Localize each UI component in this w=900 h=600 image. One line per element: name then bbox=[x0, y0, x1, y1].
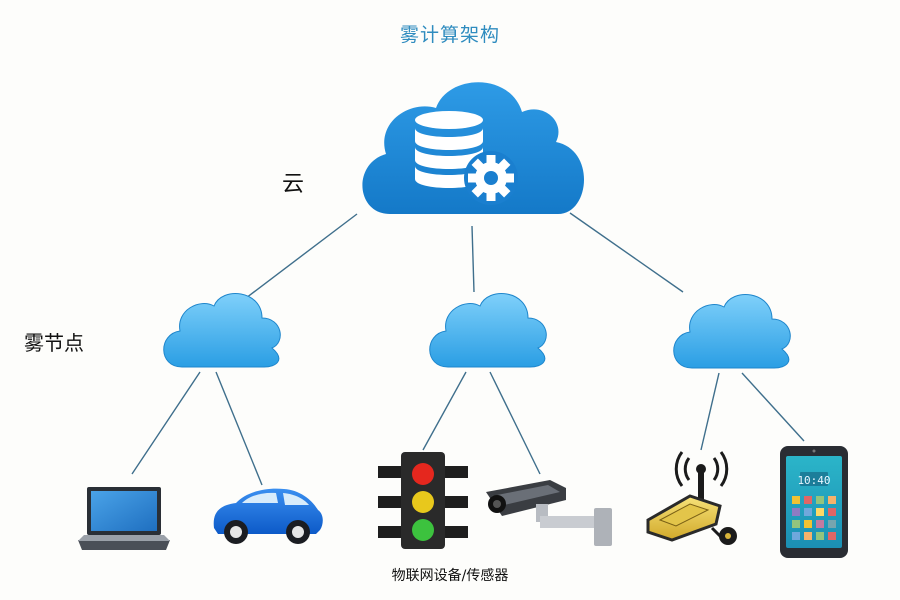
fog-node-center-cloud-icon bbox=[429, 293, 547, 368]
link-fog-center-traffic-light bbox=[422, 371, 467, 451]
link-cloud-fog-center bbox=[471, 225, 475, 293]
fog-node-right-cloud-icon bbox=[673, 294, 791, 369]
link-fog-right-phone bbox=[741, 372, 805, 442]
database-gear-icon bbox=[362, 82, 585, 214]
device-layer-label: 物联网设备/传感器 bbox=[391, 568, 509, 584]
cloud-layer-label: 云 bbox=[282, 172, 305, 197]
fog-layer-label: 雾节点 bbox=[24, 331, 84, 355]
smartphone-icon: 10:40 bbox=[780, 446, 848, 558]
car-icon bbox=[213, 488, 323, 544]
link-cloud-fog-left bbox=[245, 213, 358, 299]
link-cloud-fog-right bbox=[569, 212, 684, 293]
fog-node-left-cloud-icon bbox=[163, 293, 281, 368]
wireless-router-icon bbox=[646, 451, 737, 545]
link-fog-left-car bbox=[215, 371, 263, 486]
app-grid-icon bbox=[792, 496, 836, 540]
laptop-icon bbox=[78, 487, 170, 550]
traffic-light-icon bbox=[378, 452, 468, 549]
phone-screen-time: 10:40 bbox=[797, 474, 830, 487]
link-fog-left-laptop bbox=[131, 371, 201, 475]
diagram-title: 雾计算架构 bbox=[399, 24, 500, 46]
security-camera-icon bbox=[486, 480, 612, 546]
link-fog-right-router bbox=[700, 372, 720, 451]
link-fog-center-camera bbox=[489, 371, 541, 475]
